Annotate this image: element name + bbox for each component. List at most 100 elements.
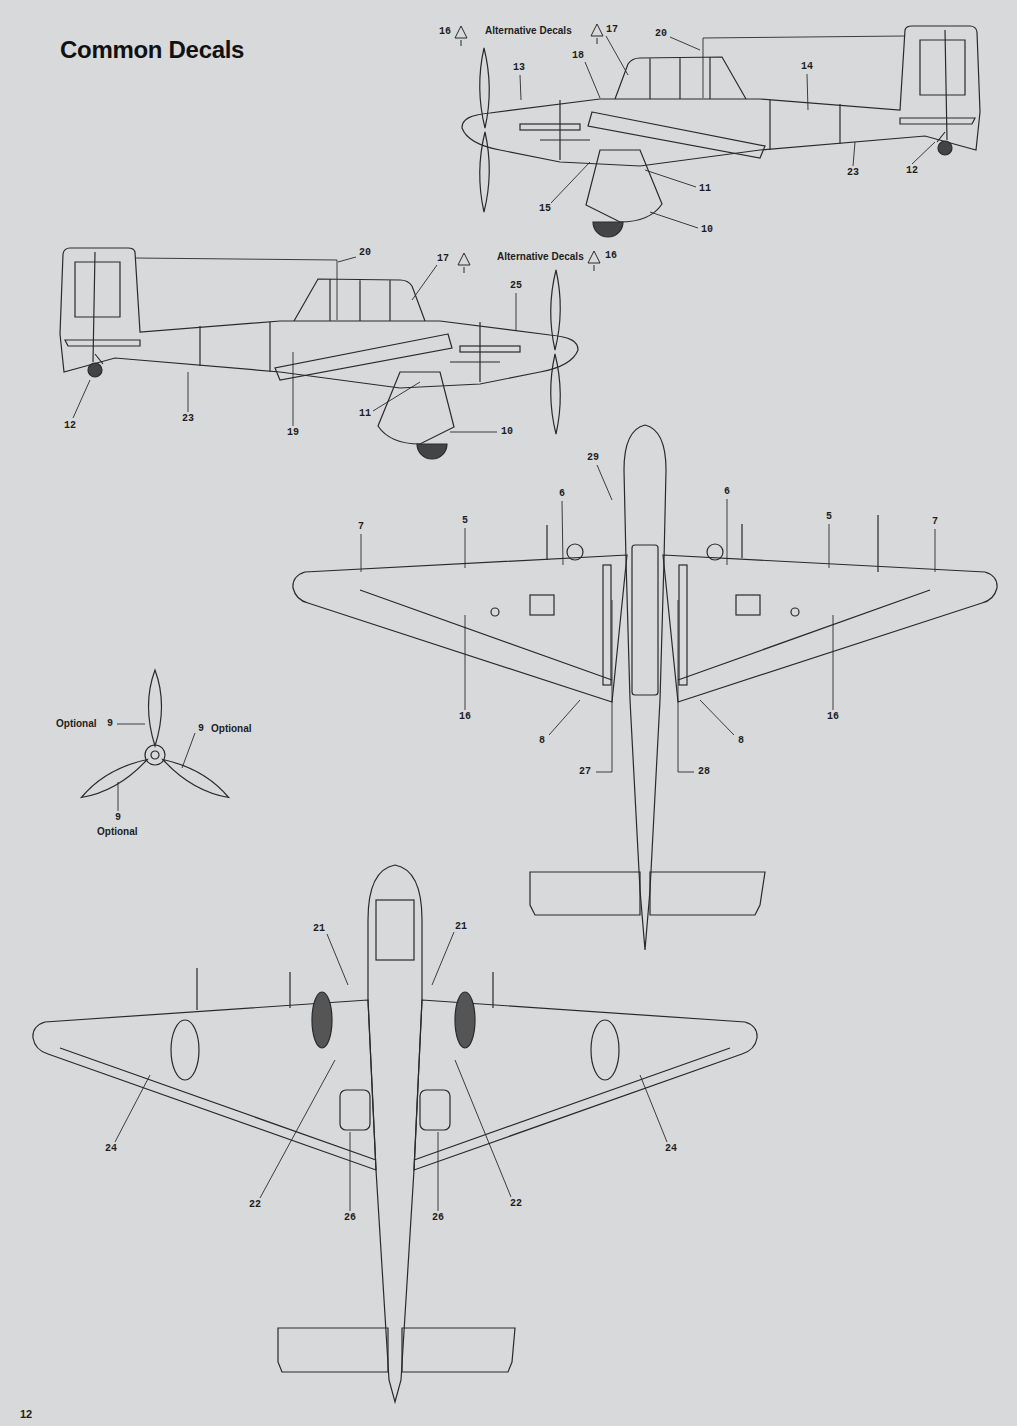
callout-number: 9 bbox=[198, 723, 204, 735]
callout-number: 20 bbox=[655, 28, 667, 40]
callout-number: 15 bbox=[539, 203, 551, 215]
leader-lines bbox=[606, 36, 628, 75]
leader-lines bbox=[640, 1075, 667, 1142]
leader-lines bbox=[373, 382, 420, 411]
plan-view-bottom bbox=[591, 1020, 619, 1080]
callout-number: 12 bbox=[906, 165, 918, 177]
leader-lines bbox=[700, 700, 734, 735]
leader-lines bbox=[670, 37, 700, 50]
callout-number: 10 bbox=[501, 426, 513, 438]
leader-lines bbox=[597, 465, 612, 500]
plan-view-top bbox=[491, 608, 499, 616]
leader-lines bbox=[338, 257, 356, 262]
optional-note: Optional bbox=[56, 718, 97, 730]
callout-number: 28 bbox=[698, 766, 710, 778]
callout-number: 26 bbox=[432, 1212, 444, 1224]
plan-view-bottom bbox=[278, 1328, 515, 1372]
callout-number: 16 bbox=[605, 250, 617, 262]
callout-number: 23 bbox=[182, 413, 194, 425]
propeller bbox=[78, 754, 150, 803]
leader-lines bbox=[727, 499, 728, 565]
callout-number: 13 bbox=[513, 62, 525, 74]
leader-lines bbox=[450, 432, 497, 433]
warning-symbols bbox=[458, 253, 470, 273]
plan-view-bottom bbox=[368, 865, 422, 1402]
leader-lines bbox=[520, 75, 521, 100]
callout-number: 7 bbox=[932, 516, 938, 528]
plan-view-top bbox=[567, 544, 583, 560]
callout-number: 24 bbox=[665, 1143, 677, 1155]
leader-lines bbox=[549, 700, 580, 735]
aircraft-drawings bbox=[60, 248, 578, 459]
callout-number: 8 bbox=[738, 735, 744, 747]
leader-lines bbox=[361, 534, 362, 572]
leader-lines bbox=[465, 615, 466, 710]
callout-number: 11 bbox=[359, 408, 371, 420]
callout-number: 7 bbox=[358, 521, 364, 533]
leader-lines bbox=[117, 724, 145, 725]
callout-number: 14 bbox=[801, 61, 813, 73]
plan-view-bottom bbox=[197, 968, 493, 1010]
plan-view-bottom bbox=[33, 865, 757, 1402]
leader-lines bbox=[350, 1132, 351, 1211]
callout-number: 16 bbox=[459, 711, 471, 723]
alternative-note: Alternative Decals bbox=[485, 25, 572, 37]
warning-symbols bbox=[588, 251, 600, 271]
callout-number: 21 bbox=[313, 923, 325, 935]
callout-number: 25 bbox=[510, 280, 522, 292]
leader-lines bbox=[455, 1060, 511, 1197]
callout-number: 12 bbox=[64, 420, 76, 432]
plan-view-top bbox=[632, 545, 658, 695]
leader-lines bbox=[935, 529, 936, 572]
plan-view-top bbox=[791, 608, 799, 616]
callout-number: 6 bbox=[724, 486, 730, 498]
plan-view-bottom bbox=[60, 1048, 730, 1160]
leader-lines bbox=[585, 62, 600, 98]
plan-view-top bbox=[624, 425, 666, 950]
callout-number: 22 bbox=[510, 1198, 522, 1210]
plan-view-bottom bbox=[171, 1020, 199, 1080]
plan-view-top bbox=[736, 595, 760, 615]
leader-lines bbox=[650, 212, 698, 228]
leader-lines bbox=[833, 615, 834, 710]
leader-lines bbox=[432, 932, 454, 985]
leader-lines bbox=[645, 170, 696, 187]
leader-lines bbox=[465, 528, 466, 568]
page-title: Common Decals bbox=[60, 36, 244, 64]
plan-view-top bbox=[679, 565, 687, 685]
plan-view-top bbox=[547, 515, 878, 572]
plan-view-bottom bbox=[455, 992, 475, 1048]
leader-lines bbox=[438, 1132, 439, 1211]
plan-view-top bbox=[293, 425, 997, 950]
leader-lines bbox=[73, 380, 90, 418]
leader-lines bbox=[118, 782, 119, 811]
propeller bbox=[151, 751, 159, 759]
callout-number: 27 bbox=[579, 766, 591, 778]
leader-lines bbox=[293, 352, 294, 426]
callout-number: 9 bbox=[107, 718, 113, 730]
leader-lines bbox=[115, 1075, 150, 1142]
plan-view-top bbox=[530, 595, 554, 615]
plan-view-bottom bbox=[376, 900, 414, 960]
plan-view-top bbox=[707, 544, 723, 560]
callout-number: 16 bbox=[827, 711, 839, 723]
aircraft-drawings bbox=[462, 26, 980, 237]
leader-lines bbox=[516, 293, 517, 330]
callout-number: 5 bbox=[826, 511, 832, 523]
propeller bbox=[78, 670, 232, 803]
callout-number: 5 bbox=[462, 515, 468, 527]
plan-view-top bbox=[530, 872, 765, 915]
propeller bbox=[160, 754, 232, 803]
page-number: 12 bbox=[20, 1408, 32, 1421]
leader-lines bbox=[829, 524, 830, 568]
leader-lines bbox=[188, 372, 189, 412]
plan-view-top bbox=[603, 565, 611, 685]
alternative-note: Alternative Decals bbox=[497, 251, 584, 263]
propeller bbox=[149, 670, 162, 746]
leader-lines bbox=[551, 162, 590, 203]
callout-number: 21 bbox=[455, 921, 467, 933]
warning-symbols bbox=[455, 26, 467, 46]
plan-view-bottom bbox=[340, 1090, 370, 1130]
